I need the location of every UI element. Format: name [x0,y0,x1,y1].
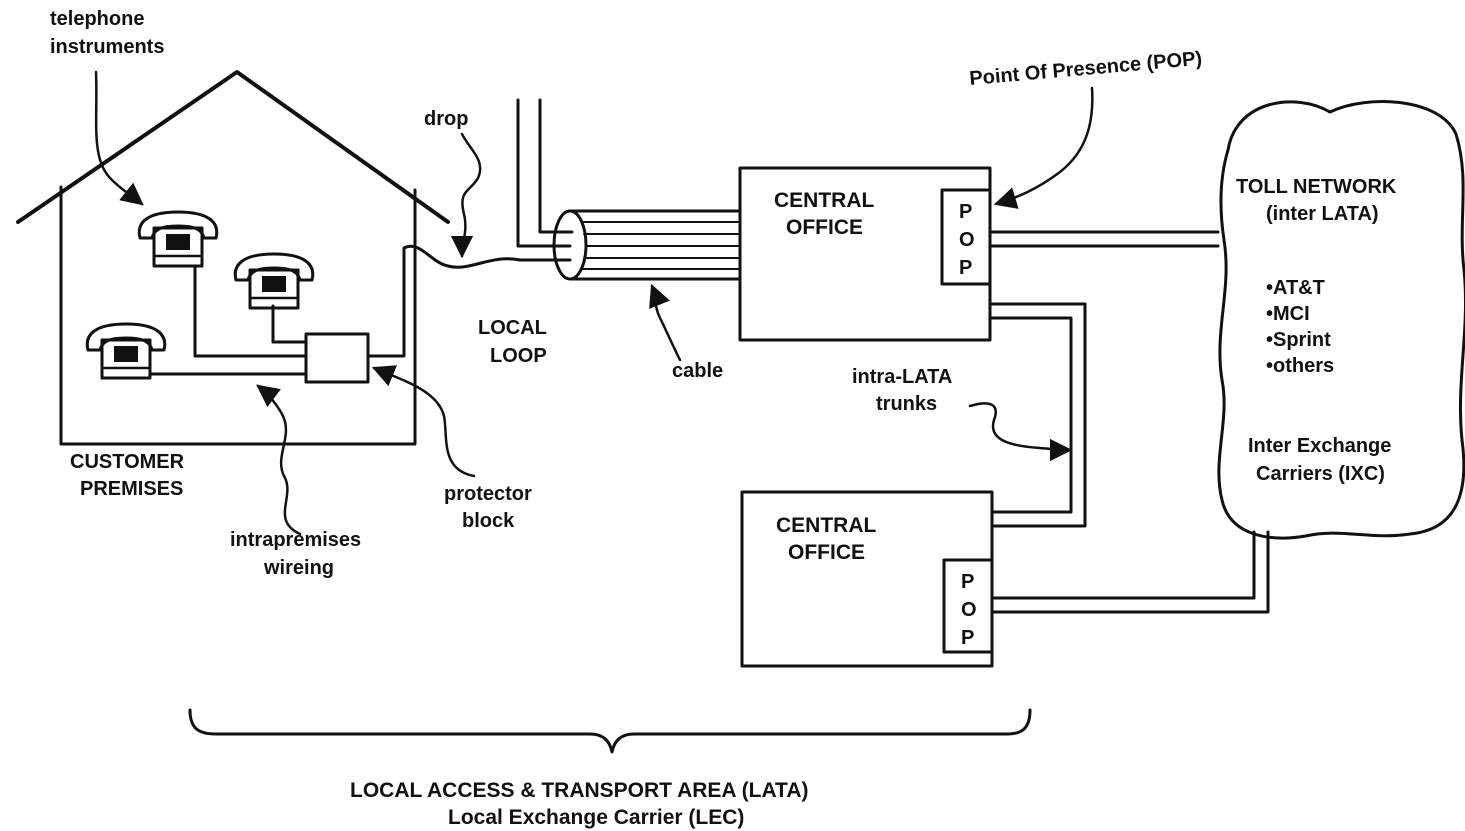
cable-feed-inner [538,98,574,234]
customer-premises-label-1: CUSTOMER [70,451,185,473]
telephone-instruments-label-2: instruments [50,36,164,58]
pop-1-letter-3: P [959,257,972,279]
telephone-icon [137,210,219,268]
pop-2-letter-3: P [961,627,974,649]
pop-box-2 [942,558,994,654]
carrier-sprint: •Sprint [1266,329,1331,351]
toll-network-title-1: TOLL NETWORK [1236,176,1397,198]
cable-icon [552,209,742,281]
pop2-to-toll-lines [990,530,1270,614]
carrier-mci: •MCI [1266,303,1310,325]
carrier-others: •others [1266,355,1334,377]
local-loop-label-2: LOOP [490,345,547,367]
toll-network-title-2: (inter LATA) [1266,203,1379,225]
central-office-1-title-2: OFFICE [786,216,863,239]
trunks-pointer [968,402,1073,462]
pop-callout-label: Point Of Presence (POP) [969,48,1203,90]
telephone-icon [85,322,167,380]
pop-2-letter-1: P [961,571,974,593]
drop-pointer [450,132,482,259]
pop-1-letter-1: P [959,201,972,223]
intra-lata-trunk-lines [988,302,1087,528]
protector-block [304,332,370,384]
intra-lata-label-1: intra-LATA [852,366,952,388]
central-office-1 [738,166,992,342]
brace-icon [188,708,1032,754]
house-icon [16,70,450,446]
wiring-pointer [256,384,302,536]
cable-feed-outer [516,98,572,248]
pop-box-1 [940,188,992,286]
customer-premises-label-2: PREMISES [80,478,183,500]
protector-block-label-1: protector [444,483,532,505]
intrapremises-wiring-lines [148,264,308,376]
ixc-label-2: Carriers (IXC) [1256,463,1385,485]
telephone-pointer [94,70,144,206]
central-office-2-title-1: CENTRAL [776,514,876,537]
pop-1-letter-2: O [959,229,975,251]
intra-lata-label-2: trunks [876,393,937,415]
drop-label: drop [424,108,468,130]
central-office-2 [740,490,994,668]
cloud-icon [1217,100,1465,540]
intrapremises-wiring-label-2: wireing [263,557,334,579]
ixc-label-1: Inter Exchange [1248,435,1391,457]
protector-block-label-2: block [462,510,515,532]
drop-wire [366,244,572,358]
carrier-att: •AT&T [1266,277,1325,299]
lata-label-1: LOCAL ACCESS & TRANSPORT AREA (LATA) [350,779,808,802]
telephone-icon [233,252,315,310]
lata-label-2: Local Exchange Carrier (LEC) [448,806,744,829]
pop1-to-toll-lines [988,230,1220,248]
cable-pointer [649,283,682,362]
intrapremises-wiring-label-1: intrapremises [230,529,361,551]
protector-pointer [371,365,476,478]
central-office-2-title-2: OFFICE [788,541,865,564]
pop-pointer [993,86,1094,209]
telephone-instruments-label-1: telephone [50,8,144,30]
cable-label: cable [672,360,723,382]
local-loop-label-1: LOCAL [478,317,547,339]
pop-2-letter-2: O [961,599,977,621]
central-office-1-title-1: CENTRAL [774,189,874,212]
